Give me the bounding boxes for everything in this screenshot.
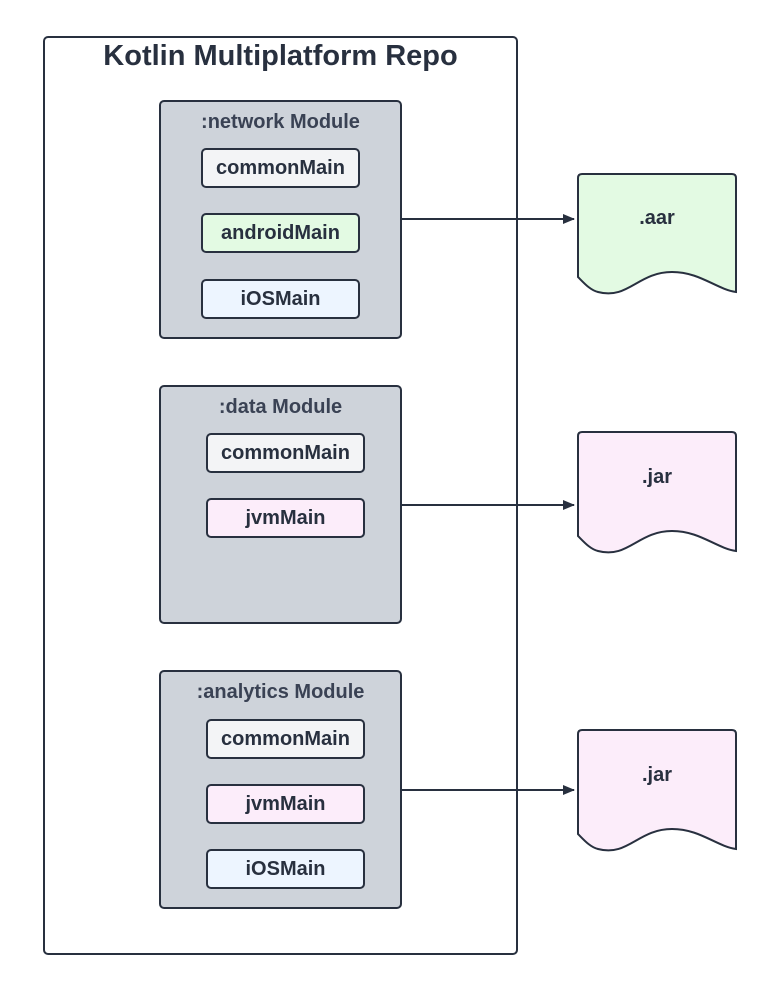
network-iosmain-sourceset: iOSMain bbox=[201, 279, 360, 319]
network-module-title: :network Module bbox=[201, 111, 360, 133]
data-commonmain-sourceset: commonMain bbox=[206, 433, 365, 473]
analytics-iosmain-sourceset: iOSMain bbox=[206, 849, 365, 889]
analytics-module-title: :analytics Module bbox=[196, 681, 365, 703]
analytics-jvmmain-sourceset: jvmMain bbox=[206, 784, 365, 824]
aar-artifact-label: .aar bbox=[639, 207, 675, 229]
data-module-title: :data Module bbox=[218, 396, 343, 418]
aar-document-shape bbox=[577, 173, 737, 295]
network-commonmain-sourceset: commonMain bbox=[201, 148, 360, 188]
data-jvmmain-sourceset: jvmMain bbox=[206, 498, 365, 538]
network-androidmain-sourceset: androidMain bbox=[201, 213, 360, 253]
data-jar-artifact-label: .jar bbox=[641, 466, 673, 488]
data-jar-document-shape bbox=[577, 431, 737, 554]
repo-title: Kotlin Multiplatform Repo bbox=[103, 40, 458, 72]
analytics-commonmain-sourceset: commonMain bbox=[206, 719, 365, 759]
analytics-jar-document-shape bbox=[577, 729, 737, 852]
analytics-jar-artifact-label: .jar bbox=[641, 764, 673, 786]
